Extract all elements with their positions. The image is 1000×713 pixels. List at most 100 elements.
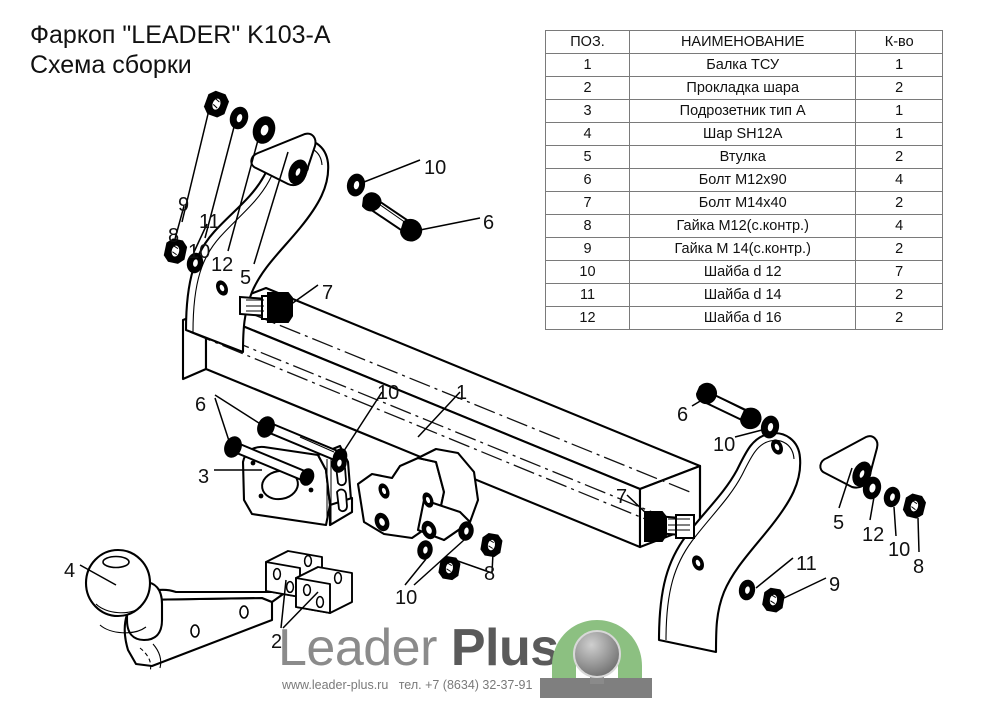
ball-gaskets-part-2 bbox=[265, 550, 353, 614]
cell-name: Прокладка шара bbox=[628, 76, 857, 100]
bushing-5-right bbox=[819, 435, 879, 489]
left-bracket bbox=[184, 138, 330, 354]
cell-qty: 2 bbox=[855, 191, 943, 215]
cell-name: Болт М12х90 bbox=[628, 168, 857, 192]
leader-lines bbox=[79, 113, 920, 629]
callout-2: 2 bbox=[271, 631, 283, 653]
fastener-washer-10-right-2 bbox=[881, 484, 903, 510]
right-bracket-holes bbox=[692, 439, 783, 571]
cell-qty: 1 bbox=[855, 99, 943, 123]
fastener-nut-9-right bbox=[760, 586, 787, 614]
callout-10: 10 bbox=[713, 434, 736, 456]
leader-plus-logo: Leader Plus www.leader-plus.ru тел. +7 (… bbox=[278, 620, 678, 700]
cell-name: Шайба d 16 bbox=[628, 306, 857, 330]
bolt-6-center-upper bbox=[257, 416, 348, 466]
cell-name: Шайба d 12 bbox=[628, 260, 857, 284]
callout-1: 1 bbox=[456, 382, 468, 404]
fastener-washer-12-topleft bbox=[249, 113, 279, 147]
logo-towball-mark bbox=[532, 616, 662, 708]
callout-11: 11 bbox=[199, 211, 220, 233]
header-position: ПОЗ. bbox=[545, 30, 630, 54]
logo-website[interactable]: www.leader-plus.ru bbox=[282, 678, 389, 692]
cell-qty: 2 bbox=[855, 306, 943, 330]
logo-name-light: Leader bbox=[278, 619, 437, 677]
fastener-nut-8-topleft bbox=[201, 88, 232, 121]
socket-flange-lines bbox=[326, 457, 332, 524]
callout-8: 8 bbox=[913, 556, 925, 578]
bolt-7-right bbox=[644, 511, 695, 542]
callout-3: 3 bbox=[198, 466, 210, 488]
callout-10: 10 bbox=[188, 241, 211, 263]
callout-10: 10 bbox=[888, 539, 911, 561]
fastener-washer-10-bottom-a bbox=[415, 538, 435, 562]
callout-10: 10 bbox=[424, 157, 447, 179]
cell-pos: 9 bbox=[545, 237, 630, 261]
cell-pos: 8 bbox=[545, 214, 630, 238]
cell-pos: 10 bbox=[545, 260, 630, 284]
callout-12: 12 bbox=[211, 254, 234, 276]
cell-qty: 2 bbox=[855, 76, 943, 100]
callout-9: 9 bbox=[829, 574, 841, 596]
callout-10: 10 bbox=[395, 587, 418, 609]
callout-6: 6 bbox=[195, 394, 207, 416]
callout-7: 7 bbox=[616, 486, 628, 508]
callout-5: 5 bbox=[240, 267, 252, 289]
bolt-6-center-lower bbox=[224, 436, 315, 486]
cell-qty: 7 bbox=[855, 260, 943, 284]
cell-qty: 2 bbox=[855, 283, 943, 307]
fastener-nut-8-right bbox=[901, 491, 928, 521]
beam-centerline bbox=[189, 298, 691, 524]
socket-opening bbox=[261, 469, 299, 501]
tow-ball-shading bbox=[95, 603, 162, 673]
callout-12: 12 bbox=[862, 524, 885, 546]
cell-qty: 4 bbox=[855, 214, 943, 238]
cell-pos: 7 bbox=[545, 191, 630, 215]
cell-pos: 1 bbox=[545, 53, 630, 77]
page-title: Фаркоп "LEADER" K103-A Схема сборки bbox=[30, 20, 500, 80]
callout-10: 10 bbox=[377, 382, 400, 404]
callout-6: 6 bbox=[483, 212, 495, 234]
cell-name: Балка ТСУ bbox=[628, 53, 857, 77]
callout-9: 9 bbox=[178, 194, 190, 216]
fastener-nut-8-bottom-b bbox=[478, 531, 504, 559]
cell-name: Гайка М 14(с.контр.) bbox=[628, 237, 857, 261]
cell-name: Гайка М12(с.контр.) bbox=[628, 214, 857, 238]
logo-name-bold: Plus bbox=[436, 619, 559, 677]
cell-pos: 3 bbox=[545, 99, 630, 123]
fastener-washer-10-topleft bbox=[226, 103, 252, 133]
tow-ball-arm-holes bbox=[190, 605, 249, 638]
tow-ball-details bbox=[102, 555, 130, 569]
socket-screw-marks bbox=[250, 460, 314, 499]
table-header-row: ПОЗ. НАИМЕНОВАНИЕ К-во bbox=[545, 30, 943, 54]
title-line-1: Фаркоп "LEADER" K103-A bbox=[30, 21, 331, 49]
tongue-plate-holes bbox=[374, 483, 437, 540]
ball-gasket-holes bbox=[272, 554, 343, 609]
callout-4: 4 bbox=[64, 560, 76, 582]
callout-11: 11 bbox=[796, 553, 817, 575]
fastener-nut-8-bottom-a bbox=[436, 554, 462, 582]
bolt-7-left bbox=[239, 292, 293, 323]
title-line-2: Схема сборки bbox=[30, 51, 192, 79]
callout-8: 8 bbox=[168, 225, 180, 247]
bolt-6-topright bbox=[361, 192, 423, 242]
fastener-washer-11-right bbox=[736, 578, 758, 602]
logo-phone: тел. +7 (8634) 32-37-91 bbox=[398, 678, 533, 692]
callout-7: 7 bbox=[322, 282, 334, 304]
fastener-washer-10-topright bbox=[344, 171, 368, 199]
cell-pos: 12 bbox=[545, 306, 630, 330]
callout-6: 6 bbox=[677, 404, 689, 426]
header-quantity: К-во bbox=[855, 30, 943, 54]
logo-wordmark: Leader Plus bbox=[278, 620, 559, 676]
cell-qty: 4 bbox=[855, 168, 943, 192]
